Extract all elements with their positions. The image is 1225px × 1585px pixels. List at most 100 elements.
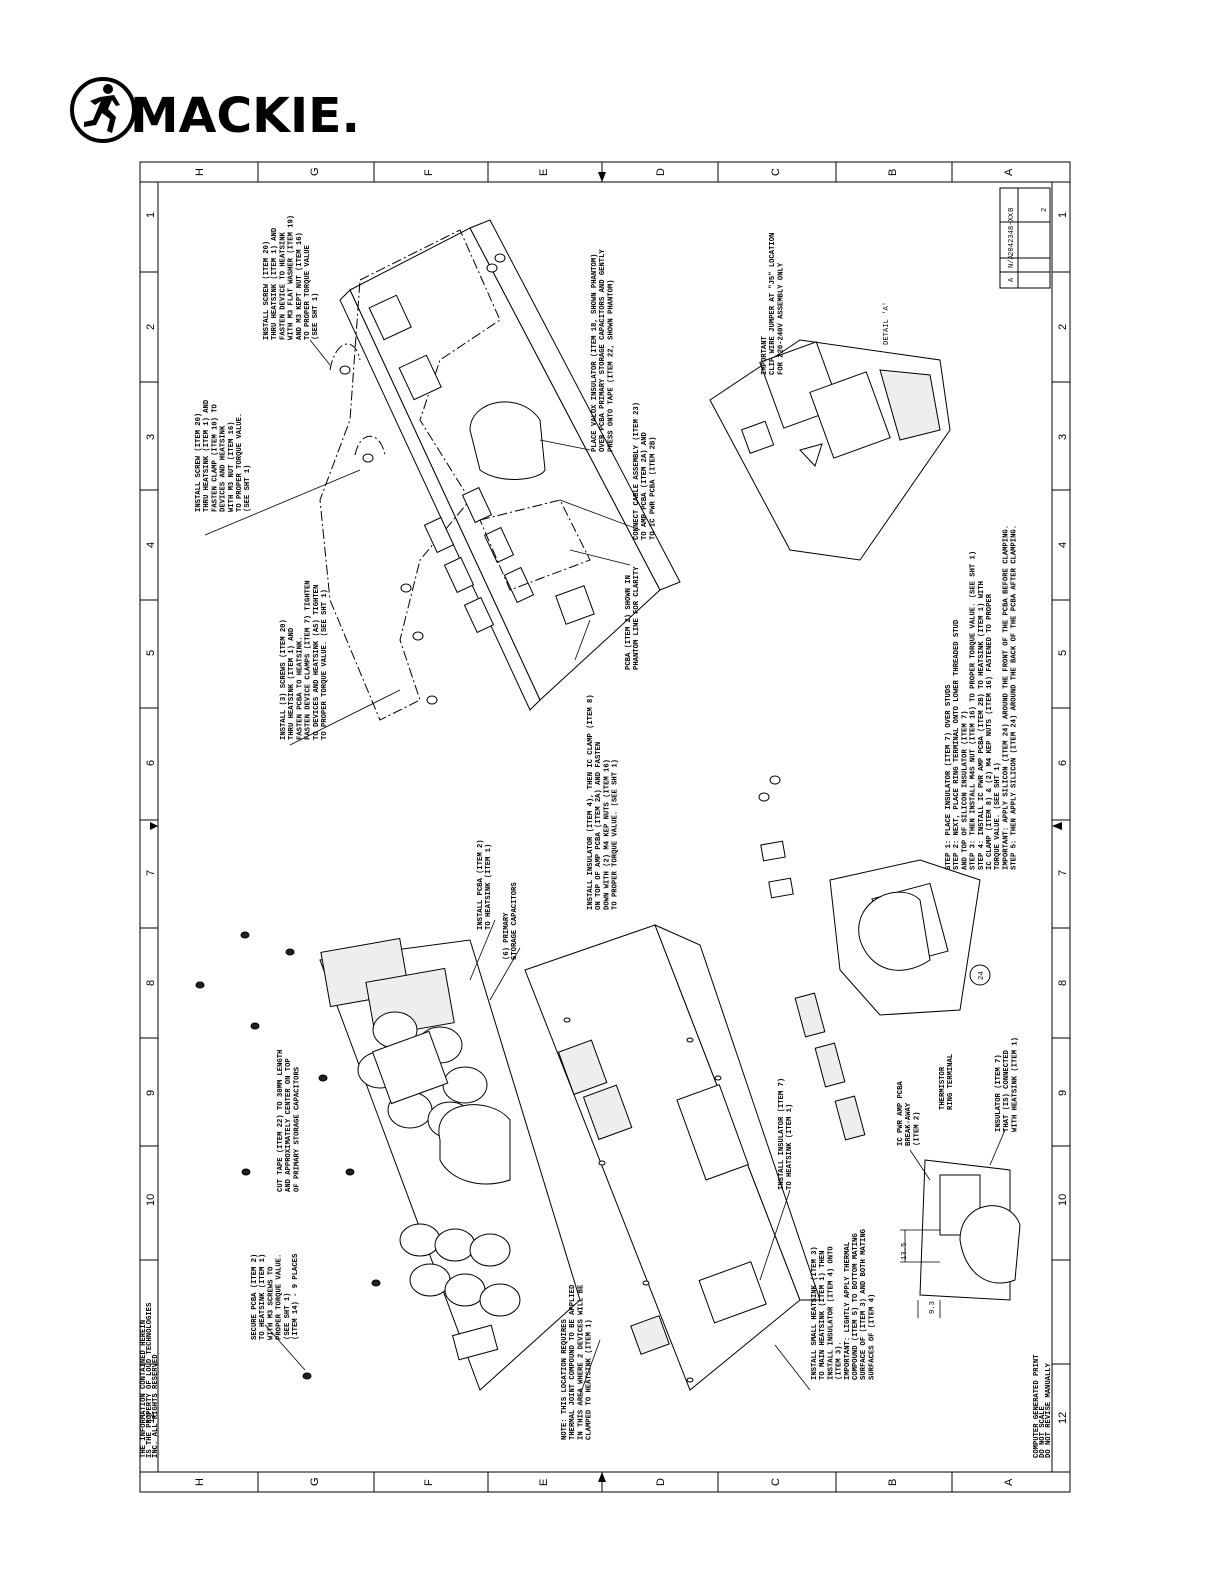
zone-number: 10 [145,1194,157,1206]
zone-letter: H [194,168,206,176]
callout-line: CONNECT CABLE ASSEMBLY (ITEM 23) [633,402,641,540]
callout-line: IMPORTANT: LIGHTLY APPLY THERMAL [844,1242,852,1380]
centering-marks [150,172,1062,1482]
callout-line: TO PROPER TORQUE VALUE. [236,413,244,512]
side-note-line: DO NOT SCALE [1039,1406,1047,1458]
zone-number: 2 [145,324,157,330]
zone-number: 3 [145,434,157,440]
thermistor-detail [900,1159,1021,1318]
connector-block [555,585,595,625]
callout-line: STEP 4: INSTALL IC PWR AMP PCBA (ITEM 2B… [978,581,986,870]
zone-number: 6 [145,760,157,766]
callout-line: (ITEM 2) [913,1111,921,1146]
zone-letter: H [194,1478,206,1486]
center-arrow-bottom [598,1472,606,1482]
callout-line: PRESS ONTO TAPE (ITEM 22, SHOWN PHANTOM) [607,279,615,452]
callout-line: TO PROPER TORQUE VALUE [304,244,312,340]
callout-valox: PLACE VALOX INSULATOR (ITEM 18, SHOWN PH… [591,249,615,452]
callout-line: THAT (IS) CONNECTED [1003,1049,1011,1132]
zone-number: 8 [1057,980,1069,986]
zone-letter: A [1003,168,1015,176]
callout-line: INSTALL SMALL HEATSINK (ITEM 3) [811,1246,819,1380]
callout-line: INSULATOR (ITEM 7) [995,1054,1003,1132]
callout-line: INSTALL PCBA (ITEM 2) [477,839,485,930]
insulator-pad [582,1084,633,1141]
callout-line: WITH M3 NUT (ITEM 16) [228,421,236,512]
callout-line: WITH HEATSINK (ITEM 1) [1011,1037,1019,1132]
callout-line: FASTEN DEVICE CLAMPS (ITEM 7) TIGHTEN [305,580,313,740]
clamp-part [760,840,786,862]
zone-number: 12 [1057,1412,1069,1424]
zone-numbers-right: 1 2 3 4 5 6 7 8 9 10 12 [1057,212,1069,1424]
zone-number: 9 [145,1090,157,1096]
lower-cable [438,1104,511,1185]
callout-steps: STEP 1: PLACE INSULATOR (ITEM 7) OVER ST… [945,525,1019,870]
callout-line: OF PRIMARY STORAGE CAPACITORS [293,1066,301,1192]
callout-line: CLAMPED TO HEATSINK (ITEM 1) [586,1319,594,1440]
callout-line: PHANTOM LINE FOR CLARITY [633,566,641,670]
lower-capacitor-bank [399,1223,521,1317]
detail-sleeve [879,369,941,441]
leader-lines [204,339,1006,1396]
zone-letters-top: H G F E D C B A [194,167,1015,176]
insulator-strips [794,992,866,1141]
title-sheet: 2 [1041,208,1049,212]
small-heatsink [698,1261,767,1324]
thermistor-cable [959,1205,1021,1284]
callout-line: CUT TAPE (ITEM 22) TO 30MM LENGTH [277,1050,285,1192]
callout-line: PLACE VALOX INSULATOR (ITEM 18, SHOWN PH… [591,254,599,452]
callout-line: TO PROPER TORQUE VALUE. (SEE SHT 1) [612,759,620,910]
ic-pwr-subassembly [758,775,991,1141]
callout-line: IN THIS AREA WHERE 2 DEVICES WILL BE [577,1284,585,1440]
zone-number: 9 [1057,1090,1069,1096]
pcba-connector [451,1324,499,1361]
dim-13-5: 13.5 [901,1243,909,1260]
zone-number: 12 [145,1412,157,1424]
mackie-logo: MACKIE. [70,77,360,144]
callout-line: FASTEN CLAMP (ITEM 10) TO [211,403,219,512]
callout-line: DEVICES AND HEATSINK [220,425,228,512]
callout-line: WITH M3 SCREWS TO [267,1266,275,1340]
nut-icon [758,792,770,802]
clamp-part [768,877,794,899]
pcba-phantom-outline [319,229,501,721]
bare-heatsink [524,924,821,1391]
side-note-line: COMPUTER GENERATED PRINT [1033,1354,1041,1458]
callout-line: THRU HEATSINK (ITEM 1) AND [271,227,279,340]
detail-clamp [740,420,775,454]
callout-screw-item20-upper: INSTALL SCREW (ITEM 20)THRU HEATSINK (IT… [263,215,320,340]
callout-install-insulator7: INSTALL INSULATOR (ITEM 7)TO HEATSINK (I… [778,1078,794,1190]
item-balloon [969,964,991,986]
callout-insulator4: INSTALL INSULATOR (ITEM 4), THEN IC CLAM… [587,694,620,910]
heatsink-holes [563,1017,722,1383]
callout-line: TO IC PWR PCBA (ITEM 2B) [649,436,657,540]
callout-line: INSTALL INSULATOR (ITEM 4), THEN IC CLAM… [587,694,595,910]
zone-letter: G [309,167,321,176]
heatsink-edge [339,289,541,711]
callout-line: (ITEM 14) - 9 PLACES [292,1253,300,1340]
zone-number: 6 [1057,760,1069,766]
small-heatsink-mount [676,1084,749,1181]
side-note-line: DO NOT REVISE MANUALLY [1045,1362,1053,1458]
center-arrow-left [150,822,158,830]
power-devices [368,294,535,634]
callout-line: FOR 220-240V ASSEMBLY ONLY [777,262,785,375]
main-heatsink-flange [654,924,821,1301]
callout-line: WITH M3 FLAT WASHER (ITEM 19) [288,215,296,340]
brand-wordmark: MACKIE. [130,88,360,144]
callout-line: INSTALL SCREW (ITEM 20) [263,241,271,340]
side-note-line: THE INFORMATION CONTAINED HEREIN [140,1320,148,1458]
callout-line: THERMISTOR [939,1066,947,1110]
callout-line: SURFACES OF (ITEM 4) [868,1294,876,1380]
callout-line: INSTALL (3) SCREWS (ITEM 20) [280,619,288,740]
callout-line: STEP 2: NEXT, PLACE RING TERMINAL ONTO L… [953,619,961,870]
callout-line: (SEE SHT 1) [244,465,252,512]
zone-number: 4 [145,542,157,548]
floating-screws [339,253,506,705]
zone-number: 7 [1057,870,1069,876]
callout-screw-item20-lower: INSTALL SCREW (ITEM 20)THRU HEATSINK (IT… [195,399,252,512]
callout-line: AND APPROXIMATELY CENTER ON TOP [285,1058,293,1192]
